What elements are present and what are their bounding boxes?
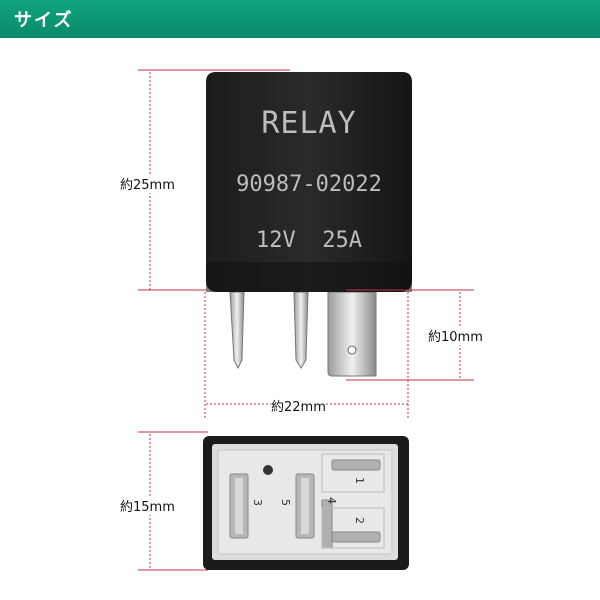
pin-2	[331, 531, 381, 543]
dimension-pin-length: 約10mm	[428, 326, 483, 345]
relay-label-rating: 12V 25A	[256, 228, 362, 253]
relay-body	[206, 72, 412, 292]
dimension-height-top: 約25mm	[120, 174, 175, 193]
relay-side-view	[206, 72, 412, 377]
relay-pin-middle	[293, 291, 309, 369]
mounting-hole	[263, 465, 273, 475]
relay-pin-right	[327, 291, 377, 377]
pin-number-2: 2	[353, 517, 366, 524]
relay-label-part-number: 90987-02022	[236, 172, 382, 197]
dimension-height-bottom: 約15mm	[120, 496, 175, 515]
pin-number-4: 4	[325, 497, 338, 504]
relay-label-name: RELAY	[261, 106, 357, 141]
pin-number-3: 3	[251, 499, 264, 506]
relay-pin-left	[229, 291, 245, 370]
pin-4	[331, 459, 381, 471]
dimension-width: 約22mm	[271, 396, 326, 415]
relay-bottom-view	[203, 436, 409, 570]
pin-1	[321, 499, 333, 549]
pin-number-1: 1	[353, 477, 366, 484]
pin-number-5: 5	[279, 499, 292, 506]
section-header: サイズ	[0, 0, 600, 38]
section-title: サイズ	[14, 10, 74, 31]
